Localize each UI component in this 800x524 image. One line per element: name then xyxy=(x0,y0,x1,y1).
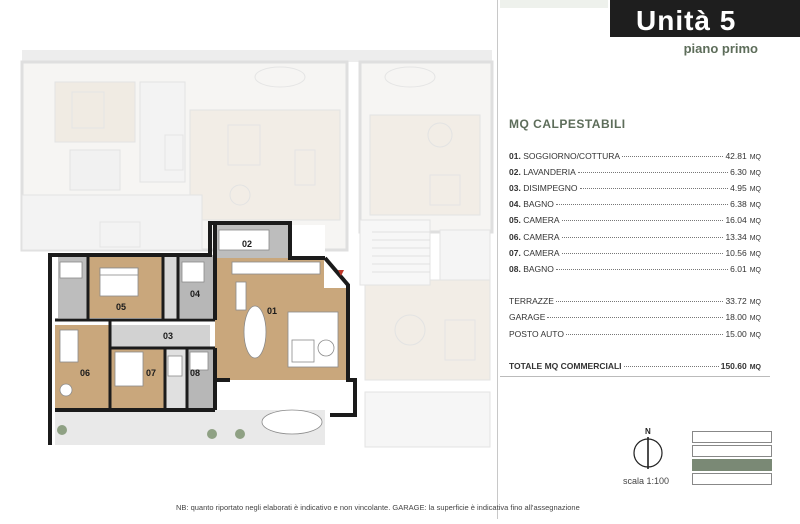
north-label: N xyxy=(645,427,651,436)
room-label-05: 05 xyxy=(116,302,126,312)
legend-swatch-1 xyxy=(692,431,772,443)
divider xyxy=(497,0,498,519)
room-label-02: 02 xyxy=(242,239,252,249)
surrounding-building xyxy=(20,50,494,448)
legend-swatch-4 xyxy=(692,473,772,485)
room-label-04: 04 xyxy=(190,289,200,299)
room-label-08: 08 xyxy=(190,368,200,378)
room-label-03: 03 xyxy=(163,331,173,341)
footnote: NB: quanto riportato negli elaborati è i… xyxy=(176,503,580,512)
total-divider xyxy=(500,376,770,377)
entrance-marker xyxy=(338,270,344,276)
room-label-01: 01 xyxy=(267,306,277,316)
floor-subtitle: piano primo xyxy=(683,41,758,56)
room-label-06: 06 xyxy=(80,368,90,378)
terrace-plants xyxy=(57,425,245,439)
unit-title: Unità 5 xyxy=(636,5,737,36)
unit-5-floors xyxy=(55,225,355,445)
floor-plan: 01 02 03 04 05 06 07 08 xyxy=(20,50,494,448)
unit-5-walls xyxy=(48,221,357,445)
legend-swatch-3 xyxy=(692,459,772,471)
furniture xyxy=(59,229,339,435)
room-label-07: 07 xyxy=(146,368,156,378)
unit-title-box: Unità 5 xyxy=(610,0,800,37)
areas-heading: MQ CALPESTABILI xyxy=(509,117,626,131)
legend-swatch-2 xyxy=(692,445,772,457)
header-accent-strip xyxy=(500,0,608,8)
scale-label: scala 1:100 xyxy=(623,476,670,486)
north-arrow-icon: N xyxy=(628,425,668,475)
